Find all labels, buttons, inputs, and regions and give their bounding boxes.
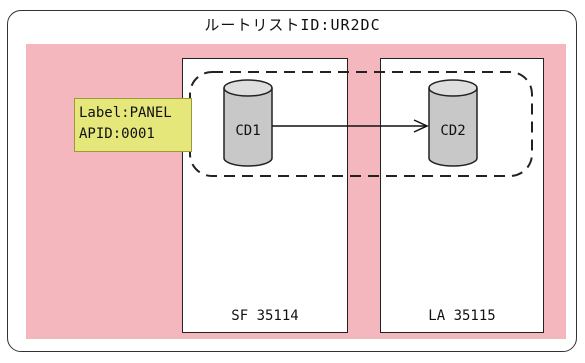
apid-line: APID:0001 [79, 126, 155, 142]
label-apid-box: Label:PANEL APID:0001 [74, 98, 192, 152]
route-list-title: ルートリストID:UR2DC [204, 16, 381, 34]
volume-cd2-label: CD2 [440, 123, 465, 139]
label-line: Label:PANEL [79, 105, 172, 121]
storage-label-la: LA 35115 [428, 308, 496, 324]
volume-cd2-cylinder: CD2 [428, 79, 478, 167]
storage-label-sf: SF 35114 [231, 308, 299, 324]
copy-group-dashed-outline [189, 71, 533, 177]
volume-cd1-label: CD1 [235, 123, 260, 139]
volume-cd1-cylinder: CD1 [223, 79, 273, 167]
copy-arrow [272, 119, 429, 133]
